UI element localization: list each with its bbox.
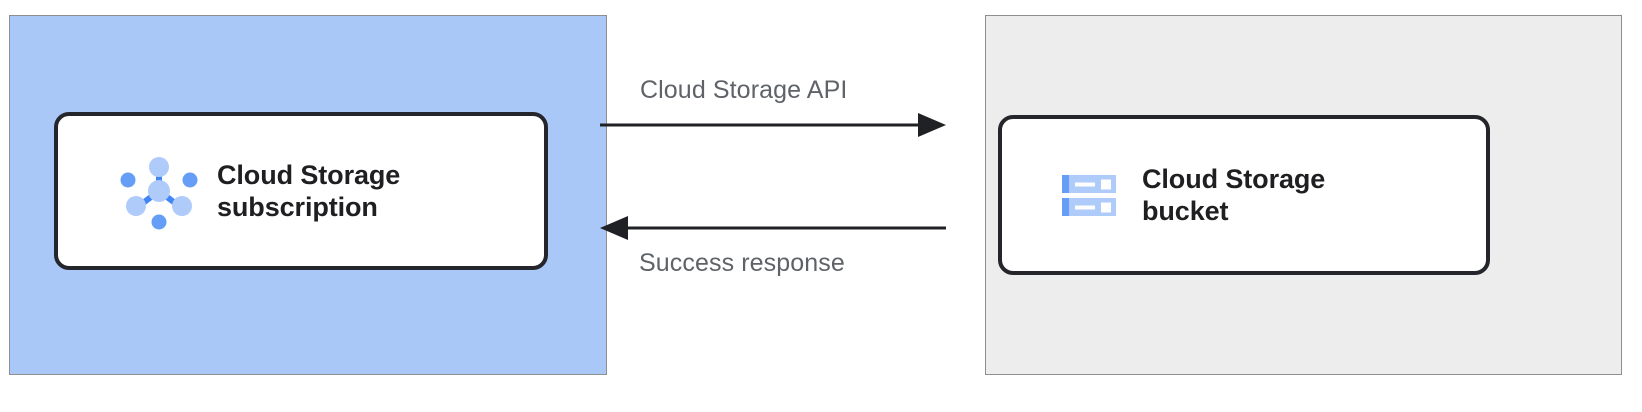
- connector-label-response: Success response: [639, 249, 845, 277]
- pubsub-subscription-icon: [120, 157, 198, 230]
- connector-label-request: Cloud Storage API: [640, 76, 848, 104]
- node-label-bucket: Cloud Storage bucket: [1142, 163, 1326, 226]
- node-card-bucket[interactable]: Cloud Storage bucket: [998, 115, 1490, 275]
- connector-response-arrow: [600, 216, 946, 240]
- cloud-storage-bucket-icon: [1062, 175, 1116, 216]
- node-card-subscription[interactable]: Cloud Storage subscription: [54, 112, 548, 270]
- connector-request-arrow: [600, 113, 946, 137]
- node-label-subscription: Cloud Storage subscription: [217, 159, 401, 222]
